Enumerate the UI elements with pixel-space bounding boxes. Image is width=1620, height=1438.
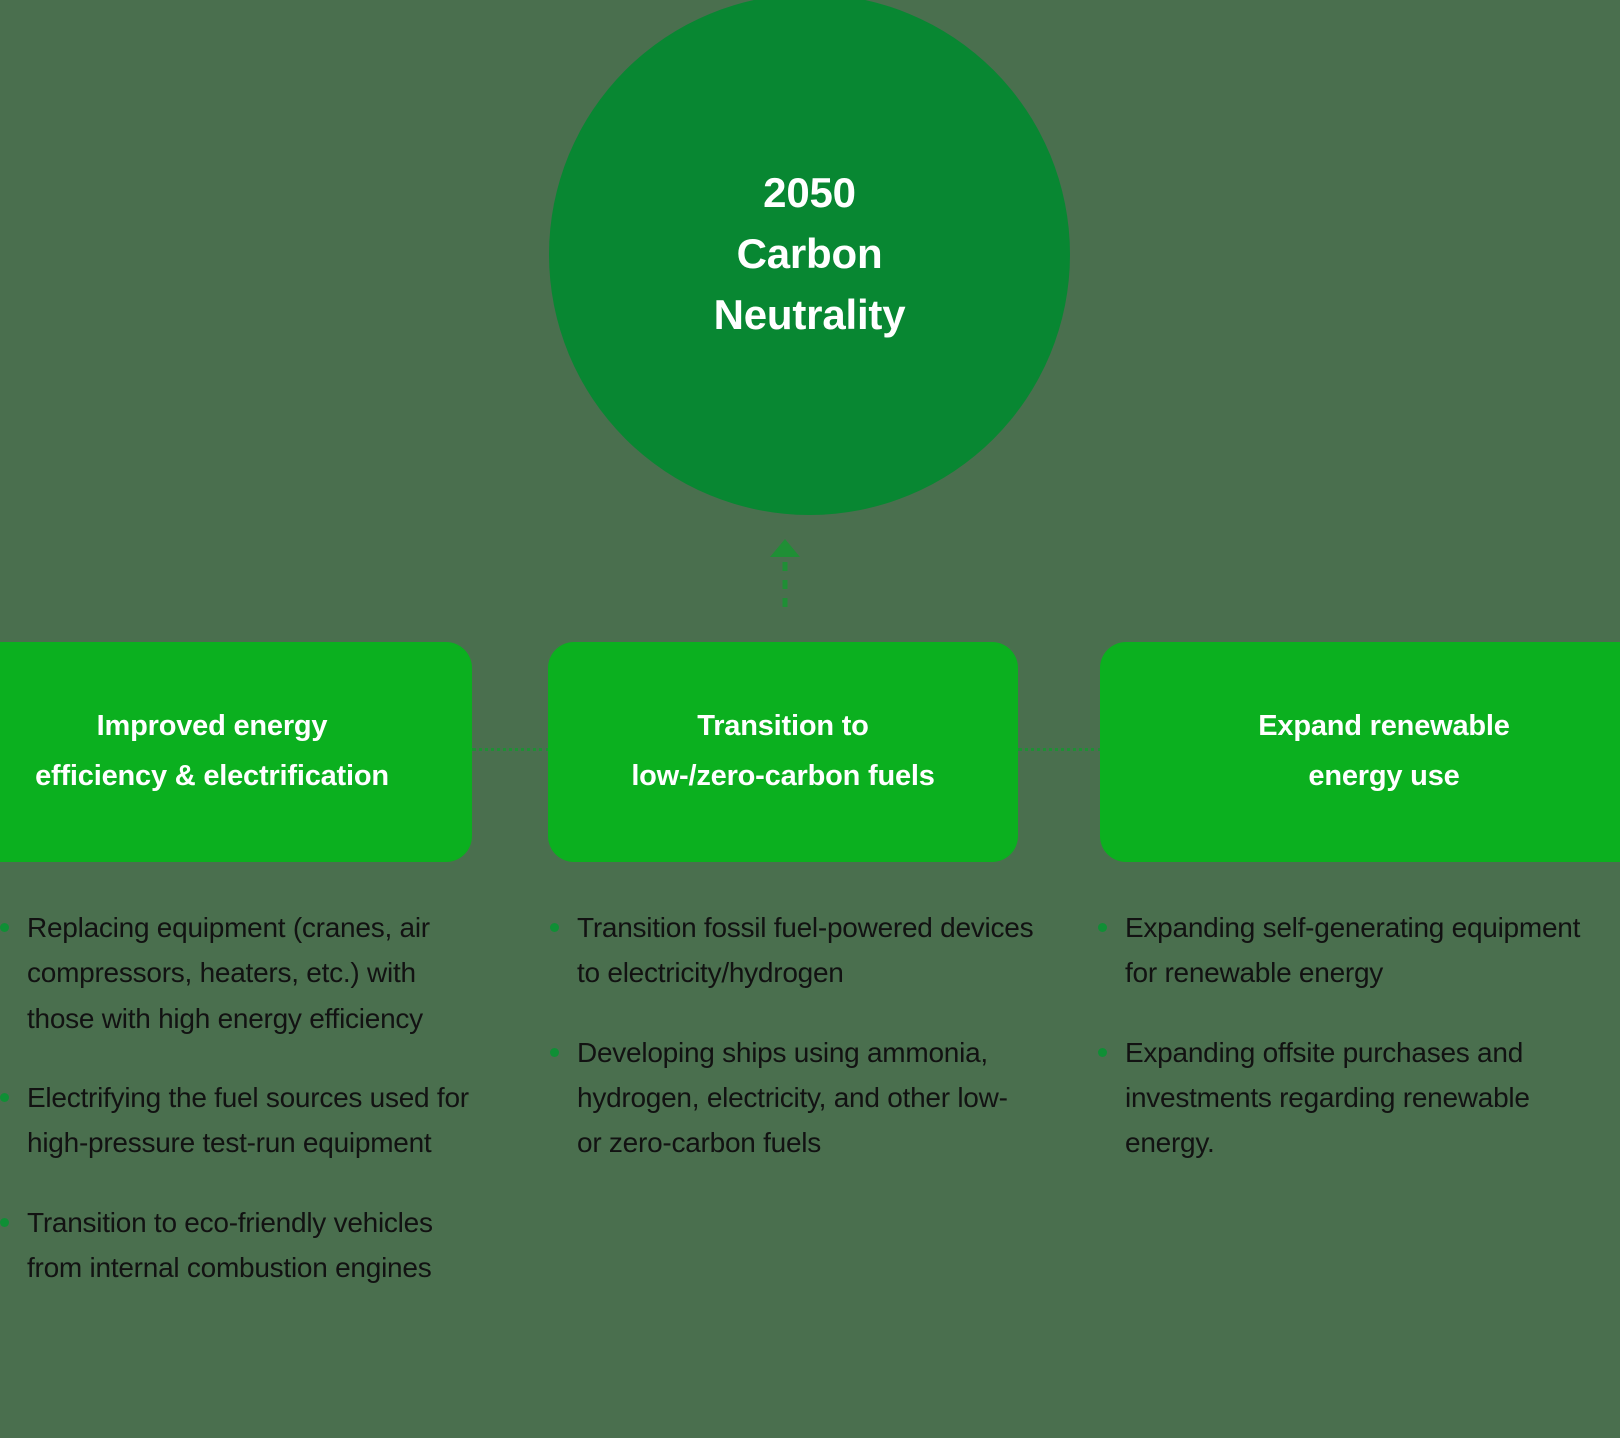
list-item: Developing ships using ammonia, hydrogen… bbox=[546, 1030, 1036, 1166]
bullet-dot-icon bbox=[0, 1093, 9, 1103]
list-item-text: Expanding self-generating equipment for … bbox=[1125, 912, 1581, 989]
goal-circle-label: 2050 Carbon Neutrality bbox=[713, 169, 906, 338]
list-item-text: Replacing equipment (cranes, air compres… bbox=[27, 912, 430, 1034]
bullet-dot-icon bbox=[0, 923, 9, 932]
list-item: Transition to eco-friendly vehicles from… bbox=[0, 1200, 486, 1291]
bullet-dot-icon bbox=[1098, 923, 1107, 932]
list-item: Electrifying the fuel sources used for h… bbox=[0, 1075, 486, 1166]
list-item: Replacing equipment (cranes, air compres… bbox=[0, 905, 486, 1041]
list-item: Expanding offsite purchases and investme… bbox=[1094, 1030, 1594, 1166]
list-item-text: Developing ships using ammonia, hydrogen… bbox=[577, 1036, 1008, 1159]
pillar-box-label: Expand renewable energy use bbox=[1258, 710, 1510, 792]
connector-box2-box3 bbox=[1018, 748, 1102, 754]
pillar-box-transition-low-zero-carbon-fuels[interactable]: Transition to low-/zero-carbon fuels bbox=[548, 642, 1018, 862]
bullet-column-expand-renewable-energy: Expanding self-generating equipment for … bbox=[1094, 905, 1594, 1166]
bullet-dot-icon bbox=[550, 923, 559, 932]
list-item: Expanding self-generating equipment for … bbox=[1094, 905, 1594, 996]
pillar-box-label: Improved energy efficiency & electrifica… bbox=[35, 710, 389, 792]
list-item-text: Transition to eco-friendly vehicles from… bbox=[27, 1206, 433, 1284]
goal-circle: 2050 Carbon Neutrality bbox=[549, 0, 1070, 515]
bullet-dot-icon bbox=[0, 1217, 9, 1227]
pillar-box-label: Transition to low-/zero-carbon fuels bbox=[631, 710, 935, 792]
bullet-column-transition-low-zero-carbon-fuels: Transition fossil fuel-powered devices t… bbox=[546, 905, 1036, 1166]
pillar-box-expand-renewable-energy[interactable]: Expand renewable energy use bbox=[1100, 642, 1620, 862]
list-item-text: Transition fossil fuel-powered devices t… bbox=[577, 912, 1034, 989]
list-item-text: Electrifying the fuel sources used for h… bbox=[27, 1082, 469, 1159]
pillar-box-improved-energy-efficiency[interactable]: Improved energy efficiency & electrifica… bbox=[0, 642, 472, 862]
bullet-column-improved-energy-efficiency: Replacing equipment (cranes, air compres… bbox=[0, 905, 486, 1291]
dashed-up-arrow-icon bbox=[767, 537, 803, 607]
list-item-text: Expanding offsite purchases and investme… bbox=[1125, 1036, 1530, 1159]
bullet-dot-icon bbox=[550, 1047, 559, 1057]
pillar-box-row: Improved energy efficiency & electrifica… bbox=[0, 642, 1620, 862]
bullet-dot-icon bbox=[1098, 1047, 1107, 1057]
list-item: Transition fossil fuel-powered devices t… bbox=[546, 905, 1036, 996]
connector-box1-box2 bbox=[472, 748, 550, 754]
